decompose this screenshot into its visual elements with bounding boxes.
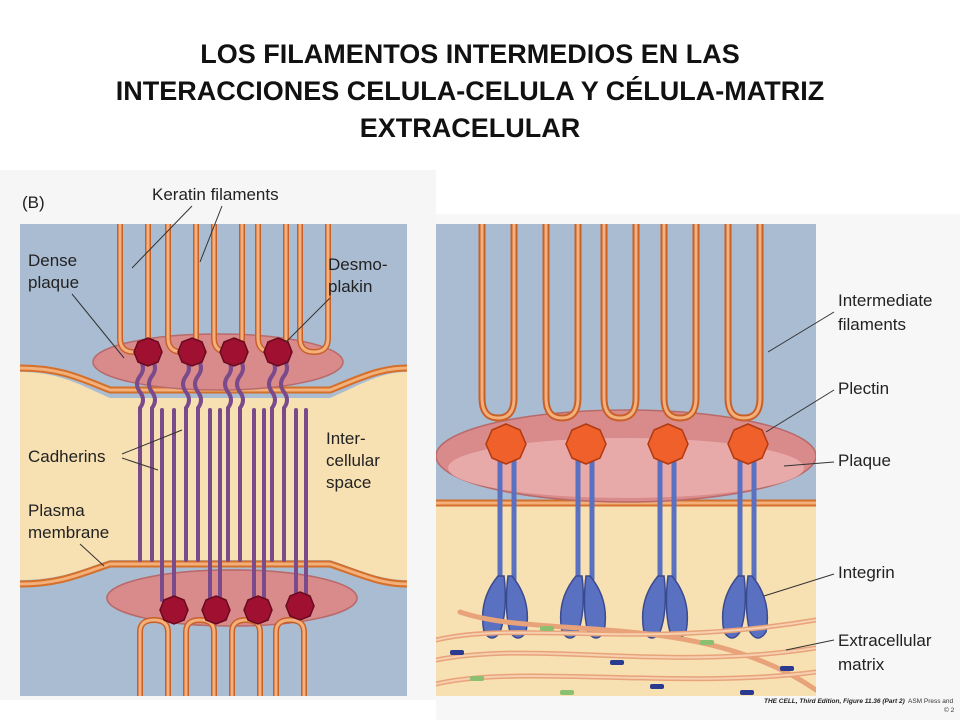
plasma-membrane-label-2: membrane xyxy=(28,523,109,542)
matrix-particles xyxy=(450,626,794,695)
intermediate-filaments-label-1: Intermediate xyxy=(838,291,933,310)
desmoplakin-label-2: plakin xyxy=(328,277,372,296)
title-line-3: EXTRACELULAR xyxy=(359,113,581,143)
keratin-filaments-label: Keratin filaments xyxy=(152,185,279,204)
upper-desmoplakin xyxy=(133,337,293,367)
dense-plaque-label-2: plaque xyxy=(28,273,79,292)
extracellular-matrix-label-1: Extracellular xyxy=(838,631,932,650)
figure-source-credit: THE CELL, Third Edition, Figure 11.36 (P… xyxy=(764,698,905,705)
desmosome-panel: (B) Keratin filaments Dense plaque Desmo… xyxy=(0,170,436,700)
title-line-2: INTERACCIONES CELULA-CELULA Y CÉLULA-MAT… xyxy=(115,76,825,106)
integrin-stalks xyxy=(497,450,757,580)
integrin-label: Integrin xyxy=(838,563,895,582)
cadherins-label: Cadherins xyxy=(28,447,106,466)
extracellular-matrix-label-2: matrix xyxy=(838,655,885,674)
publisher-credit: ASM Press and xyxy=(908,698,954,705)
panel-b-leader-lines xyxy=(71,205,331,567)
copyright-credit: © 2 xyxy=(944,706,955,714)
intercellular-space-label-2: cellular xyxy=(326,451,380,470)
lower-desmoplakin xyxy=(159,591,315,625)
slide-title: LOS FILAMENTOS INTERMEDIOS EN LAS INTERA… xyxy=(20,36,920,147)
intercellular-space-label-1: Inter- xyxy=(326,429,366,448)
desmosome-illustration xyxy=(20,224,407,696)
plectin-label: Plectin xyxy=(838,379,889,398)
desmoplakin-label-1: Desmo- xyxy=(328,255,388,274)
panel-label: (B) xyxy=(22,193,45,212)
intermediate-filaments-label-2: filaments xyxy=(838,315,906,334)
hemidesmosome-panel: Intermediate filaments Plectin Plaque In… xyxy=(436,214,960,720)
intercellular-space-region xyxy=(20,372,407,580)
title-line-1: LOS FILAMENTOS INTERMEDIOS EN LAS xyxy=(200,39,740,69)
hemidesmosome-illustration xyxy=(436,224,816,696)
dense-plaque-label-1: Dense xyxy=(28,251,77,270)
plaque-inner xyxy=(448,438,804,498)
cadherin-strands xyxy=(135,358,308,602)
plectin-molecules xyxy=(485,423,769,465)
plaque-label: Plaque xyxy=(838,451,891,470)
plasma-membrane-label-1: Plasma xyxy=(28,501,85,520)
upper-dense-plaque xyxy=(92,333,344,391)
hemi-leader-lines xyxy=(763,311,835,651)
intercellular-space-label-3: space xyxy=(326,473,371,492)
